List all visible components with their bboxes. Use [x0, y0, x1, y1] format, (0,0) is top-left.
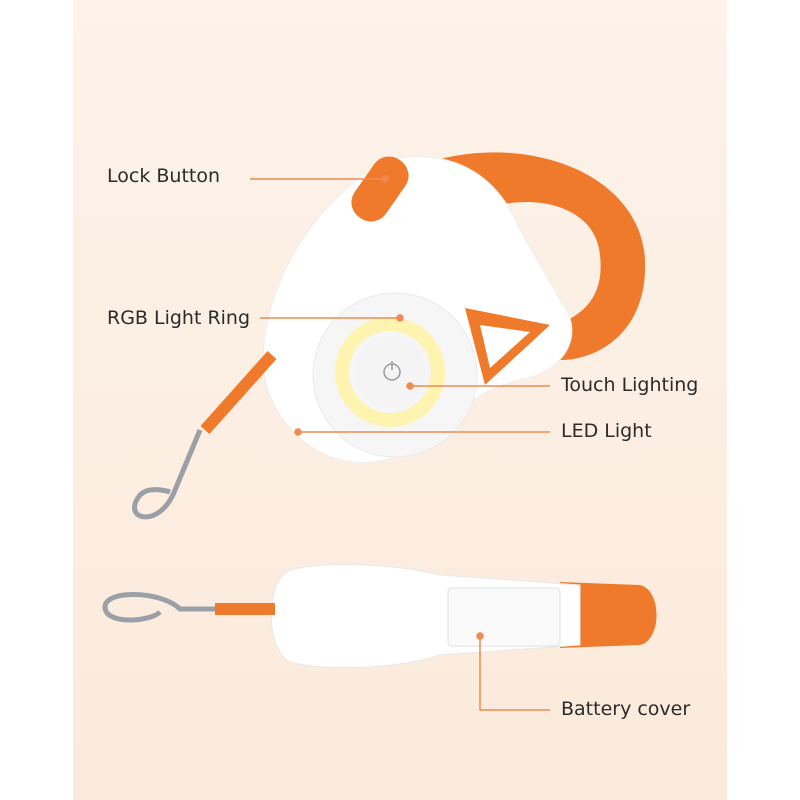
- strap: [200, 351, 277, 434]
- snap-hook-bottom: [102, 592, 215, 623]
- battery-cover: [447, 587, 561, 647]
- label-rgb-light-ring: RGB Light Ring: [107, 307, 251, 329]
- strap-bottom: [215, 603, 275, 615]
- label-touch-lighting: Touch Lighting: [561, 374, 699, 396]
- orange-tip: [560, 582, 657, 648]
- lock-button: [351, 156, 409, 222]
- label-led-light: LED Light: [561, 420, 652, 442]
- label-battery-cover: Battery cover: [561, 698, 691, 720]
- snap-hook: [132, 429, 203, 520]
- rgb-light-ring: [335, 317, 445, 427]
- label-lock-button: Lock Button: [107, 165, 221, 187]
